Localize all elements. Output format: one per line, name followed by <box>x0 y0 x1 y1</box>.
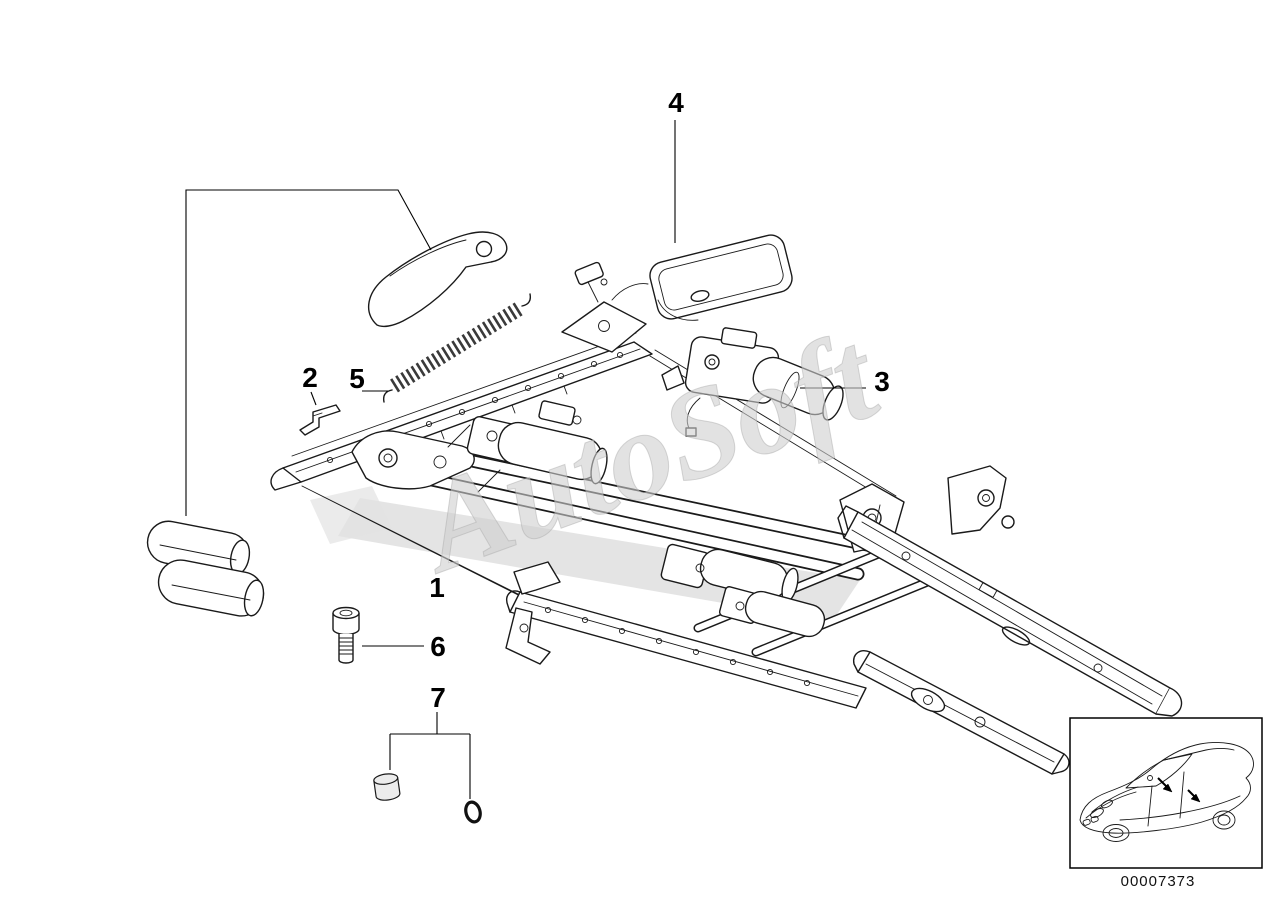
right-floor-rail <box>853 650 1070 775</box>
car-sketch <box>1079 742 1254 842</box>
callouts: 1 2 3 4 5 6 7 <box>302 87 890 713</box>
far-right-rail <box>837 505 1183 717</box>
callout-3: 3 <box>874 366 890 397</box>
callout-7: 7 <box>430 682 446 713</box>
doc-number: 00007373 <box>1121 873 1196 890</box>
seat-latch-mechanism <box>561 261 649 353</box>
callout-6: 6 <box>430 631 446 662</box>
seat-position-arrows <box>1157 777 1201 803</box>
rail-holes <box>544 606 811 687</box>
drive-motor-assembly <box>661 327 844 437</box>
bolt <box>332 606 360 664</box>
release-handle <box>367 231 508 328</box>
mid-drive-motor <box>447 400 608 493</box>
car-thumbnail-box <box>1069 717 1263 869</box>
rail-cover <box>649 234 793 321</box>
frame-cross-tubes <box>407 445 879 581</box>
plug <box>373 773 401 801</box>
tension-spring <box>382 293 532 403</box>
frame-edges <box>301 349 897 601</box>
clip-part <box>299 404 341 436</box>
callout-1: 1 <box>429 572 445 603</box>
o-ring <box>464 800 482 824</box>
rear-braces-motors <box>660 541 957 657</box>
left-rail-covers <box>146 520 265 617</box>
lower-left-rail <box>505 561 867 709</box>
leader-lines <box>185 120 866 799</box>
callout-2: 2 <box>302 362 318 393</box>
front-hinge-bracket <box>351 430 475 490</box>
callout-5: 5 <box>349 363 365 394</box>
callout-4: 4 <box>668 87 684 118</box>
